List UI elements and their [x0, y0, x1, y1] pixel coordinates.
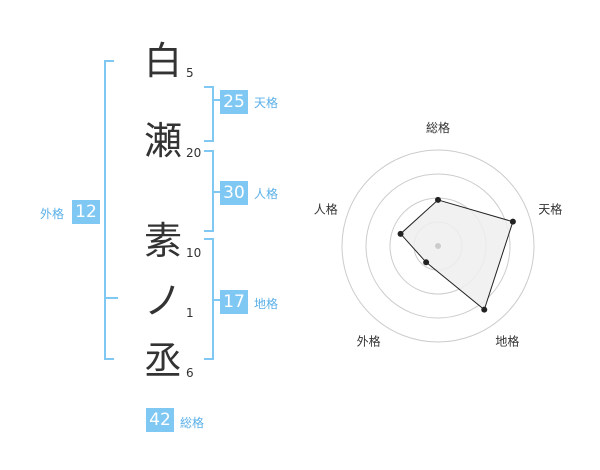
radar-polygon [399, 199, 514, 311]
gaikaku-bracket [104, 60, 114, 360]
stroke-count-2: 20 [186, 146, 202, 160]
chikaku-badge: 17 [220, 290, 248, 314]
radar-point [423, 259, 430, 266]
radar-axis-label: 外格 [357, 333, 381, 348]
tenkaku-label: 天格 [254, 96, 279, 110]
jinkaku-label: 人格 [254, 187, 279, 201]
radar-center-dot [435, 243, 441, 249]
radar-ring [365, 173, 511, 319]
name-char-2: 瀬 [143, 119, 182, 163]
name-char-5: 丞 [143, 339, 182, 383]
radar-axis-label: 人格 [314, 202, 338, 217]
gaikaku-divider [104, 297, 118, 299]
tenkaku-connector [212, 99, 220, 101]
radar-axis-label: 地格 [495, 333, 519, 348]
stroke-count-3: 10 [186, 246, 202, 260]
name-char-4: ノ [143, 279, 182, 323]
chikaku-label: 地格 [254, 297, 279, 311]
tenkaku-bracket [204, 86, 214, 142]
radar-point [397, 230, 404, 237]
radar-point [481, 306, 488, 313]
radar-points [397, 196, 516, 313]
gaikaku-badge: 12 [72, 200, 100, 224]
name-char-3: 素 [143, 219, 182, 263]
name-char-1: 白 [143, 39, 182, 83]
radar-axis-label: 総格 [426, 120, 450, 135]
gaikaku-label: 外格 [40, 207, 65, 221]
soukaku-label: 総格 [180, 416, 205, 430]
jinkaku-connector [212, 191, 220, 193]
chikaku-connector [212, 299, 220, 301]
radar-ring [341, 149, 535, 343]
radar-axis-label: 天格 [538, 202, 562, 217]
stroke-count-4: 1 [186, 306, 194, 320]
radar-point [435, 196, 441, 203]
radar-point [509, 218, 516, 225]
tenkaku-badge: 25 [220, 90, 248, 114]
jinkaku-badge: 30 [220, 181, 248, 205]
soukaku-badge: 42 [146, 408, 174, 432]
stroke-count-5: 6 [186, 366, 194, 380]
stroke-count-1: 5 [186, 66, 194, 80]
